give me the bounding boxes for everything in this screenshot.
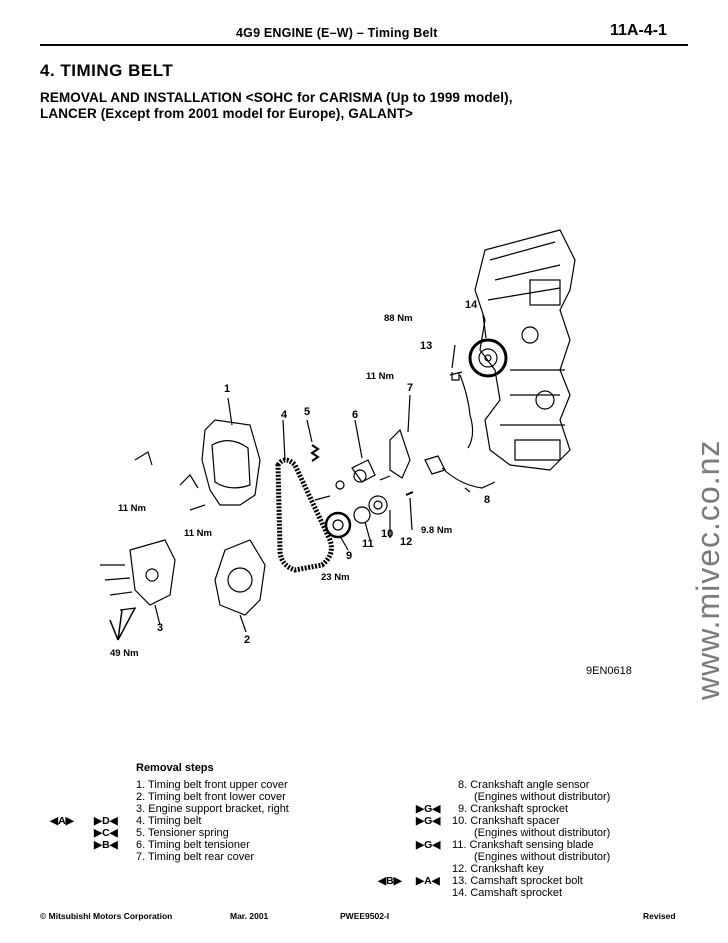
camshaft-bolt-drawing (449, 371, 463, 381)
step-right-9: 9. Crankshaft sprocket (458, 803, 569, 815)
section-subtitle-line1: REMOVAL AND INSTALLATION <SOHC for CARIS… (40, 90, 513, 105)
step-right-13: 13. Camshaft sprocket bolt (452, 875, 583, 887)
step-left-3: 3. Engine support bracket, right (136, 803, 289, 815)
tensioner-spring-drawing (310, 444, 320, 462)
callout-8: 8 (484, 494, 491, 506)
install-mark-g-9: ▶G◀ (416, 803, 441, 815)
removal-mark-c-5: ▶C◀ (94, 827, 118, 839)
step-right-8: 8. Crankshaft angle sensor (458, 779, 590, 791)
timing-belt-exploded-diagram (100, 229, 576, 641)
section-subtitle-line2: LANCER (Except from 2001 model for Europ… (40, 106, 414, 121)
header-title: 4G9 ENGINE (E–W) – Timing Belt (236, 26, 438, 40)
step-right-11: 11. Crankshaft sensing blade (452, 839, 594, 851)
torque-23nm: 23 Nm (321, 572, 350, 583)
upper-cover-drawing (201, 419, 261, 506)
step-left-6: 6. Timing belt tensioner (136, 839, 250, 851)
torque-88nm: 88 Nm (384, 313, 413, 324)
crank-key-drawing (405, 491, 414, 496)
sensing-blade-drawing (368, 495, 388, 515)
footer-doc-number: PWEE9502-I (340, 911, 390, 921)
removal-mark-b-13: ◀B▶ (378, 875, 402, 887)
callout-3: 3 (157, 622, 164, 634)
section-title: 4. TIMING BELT (40, 61, 174, 80)
callout-2: 2 (244, 634, 251, 646)
step-left-4: 4. Timing belt (136, 815, 202, 827)
footer-copyright: © Mitsubishi Motors Corporation (40, 911, 173, 921)
crank-sprocket-drawing (324, 511, 352, 539)
removal-mark-d-4: ▶D◀ (94, 815, 118, 827)
torque-11nm-sensor: 11 Nm (366, 371, 394, 382)
footer-date: Mar. 2001 (230, 911, 269, 921)
callout-12: 12 (400, 536, 413, 548)
step-left-1: 1. Timing belt front upper cover (136, 779, 288, 791)
callout-5: 5 (304, 406, 311, 418)
rear-cover-drawing (389, 428, 411, 479)
bracket-bolts-drawing (100, 564, 137, 611)
callout-11: 11 (362, 538, 374, 550)
step-left-5: 5. Tensioner spring (136, 827, 229, 839)
support-bracket-drawing (129, 539, 176, 606)
removal-steps-title: Removal steps (136, 762, 214, 774)
torque-leader-lines (109, 607, 136, 641)
removal-mark-b-6: ▶B◀ (94, 839, 118, 851)
callout-10: 10 (381, 528, 394, 540)
step-left-7: 7. Timing belt rear cover (136, 851, 254, 863)
callout-4: 4 (281, 409, 288, 421)
install-mark-a-13: ▶A◀ (416, 875, 440, 887)
watermark: www.mivec.co.nz (690, 439, 726, 700)
torque-9-8nm: 9.8 Nm (421, 525, 453, 536)
step-right-12: 12. Crankshaft key (452, 863, 544, 875)
page-number: 11A-4-1 (610, 22, 667, 39)
callout-6: 6 (352, 409, 359, 421)
step-right-14: 14. Camshaft sprocket (452, 887, 563, 899)
timing-belt-drawing (275, 457, 334, 573)
engine-block-drawing (474, 229, 576, 471)
tensioner-drawing (351, 459, 376, 483)
step-right-10-note: (Engines without distributor) (474, 827, 611, 839)
step-right-8-note: (Engines without distributor) (474, 791, 611, 803)
step-right-10: 10. Crankshaft spacer (452, 815, 560, 827)
callout-1: 1 (224, 383, 231, 395)
figure-code: 9EN0618 (586, 665, 632, 677)
callout-7: 7 (407, 382, 414, 394)
header-rule (40, 44, 688, 46)
footer-status: Revised (643, 911, 676, 921)
crank-spacer-drawing (353, 506, 371, 524)
torque-49nm: 49 Nm (110, 648, 139, 659)
callout-14: 14 (465, 299, 478, 311)
lower-cover-drawing (214, 539, 266, 616)
crank-sensor-drawing (424, 455, 446, 475)
camshaft-sprocket-drawing (468, 338, 508, 378)
callout-9: 9 (346, 550, 353, 562)
torque-11nm-left: 11 Nm (118, 503, 146, 514)
install-mark-a-4: ◀A▶ (50, 815, 74, 827)
install-mark-g-10: ▶G◀ (416, 815, 441, 827)
step-right-11-note: (Engines without distributor) (474, 851, 611, 863)
install-mark-g-11: ▶G◀ (416, 839, 441, 851)
step-left-2: 2. Timing belt front lower cover (136, 791, 286, 803)
callout-13: 13 (420, 340, 433, 352)
torque-11nm-center: 11 Nm (184, 528, 212, 539)
